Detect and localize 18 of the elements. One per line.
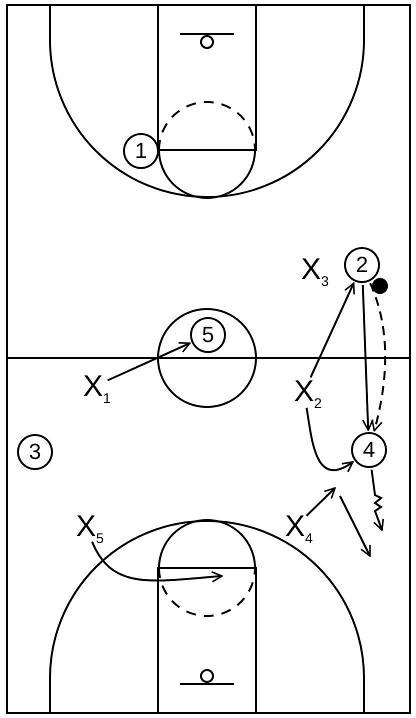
pass-arrow [369, 282, 386, 432]
defender-mark: X$_{3}$ [301, 255, 329, 288]
movement-arrow [107, 342, 191, 382]
player-circle: 4 [351, 432, 387, 468]
movement-arrow [362, 284, 374, 431]
player-circle: 5 [190, 317, 226, 353]
defender-mark: X$_{2}$ [294, 377, 322, 410]
movement-arrow [370, 470, 384, 531]
player-circle: 1 [123, 133, 159, 169]
player-circle: 3 [17, 434, 53, 470]
movement-arrow [310, 282, 355, 378]
defender-mark: X$_{5}$ [76, 512, 104, 545]
defender-mark: X$_{1}$ [83, 372, 111, 405]
defender-mark: X$_{4}$ [285, 512, 313, 545]
movement-arrow [306, 487, 336, 517]
movement-arrow [306, 408, 354, 472]
movement-arrow [91, 541, 223, 583]
player-circle: 2 [344, 247, 380, 283]
